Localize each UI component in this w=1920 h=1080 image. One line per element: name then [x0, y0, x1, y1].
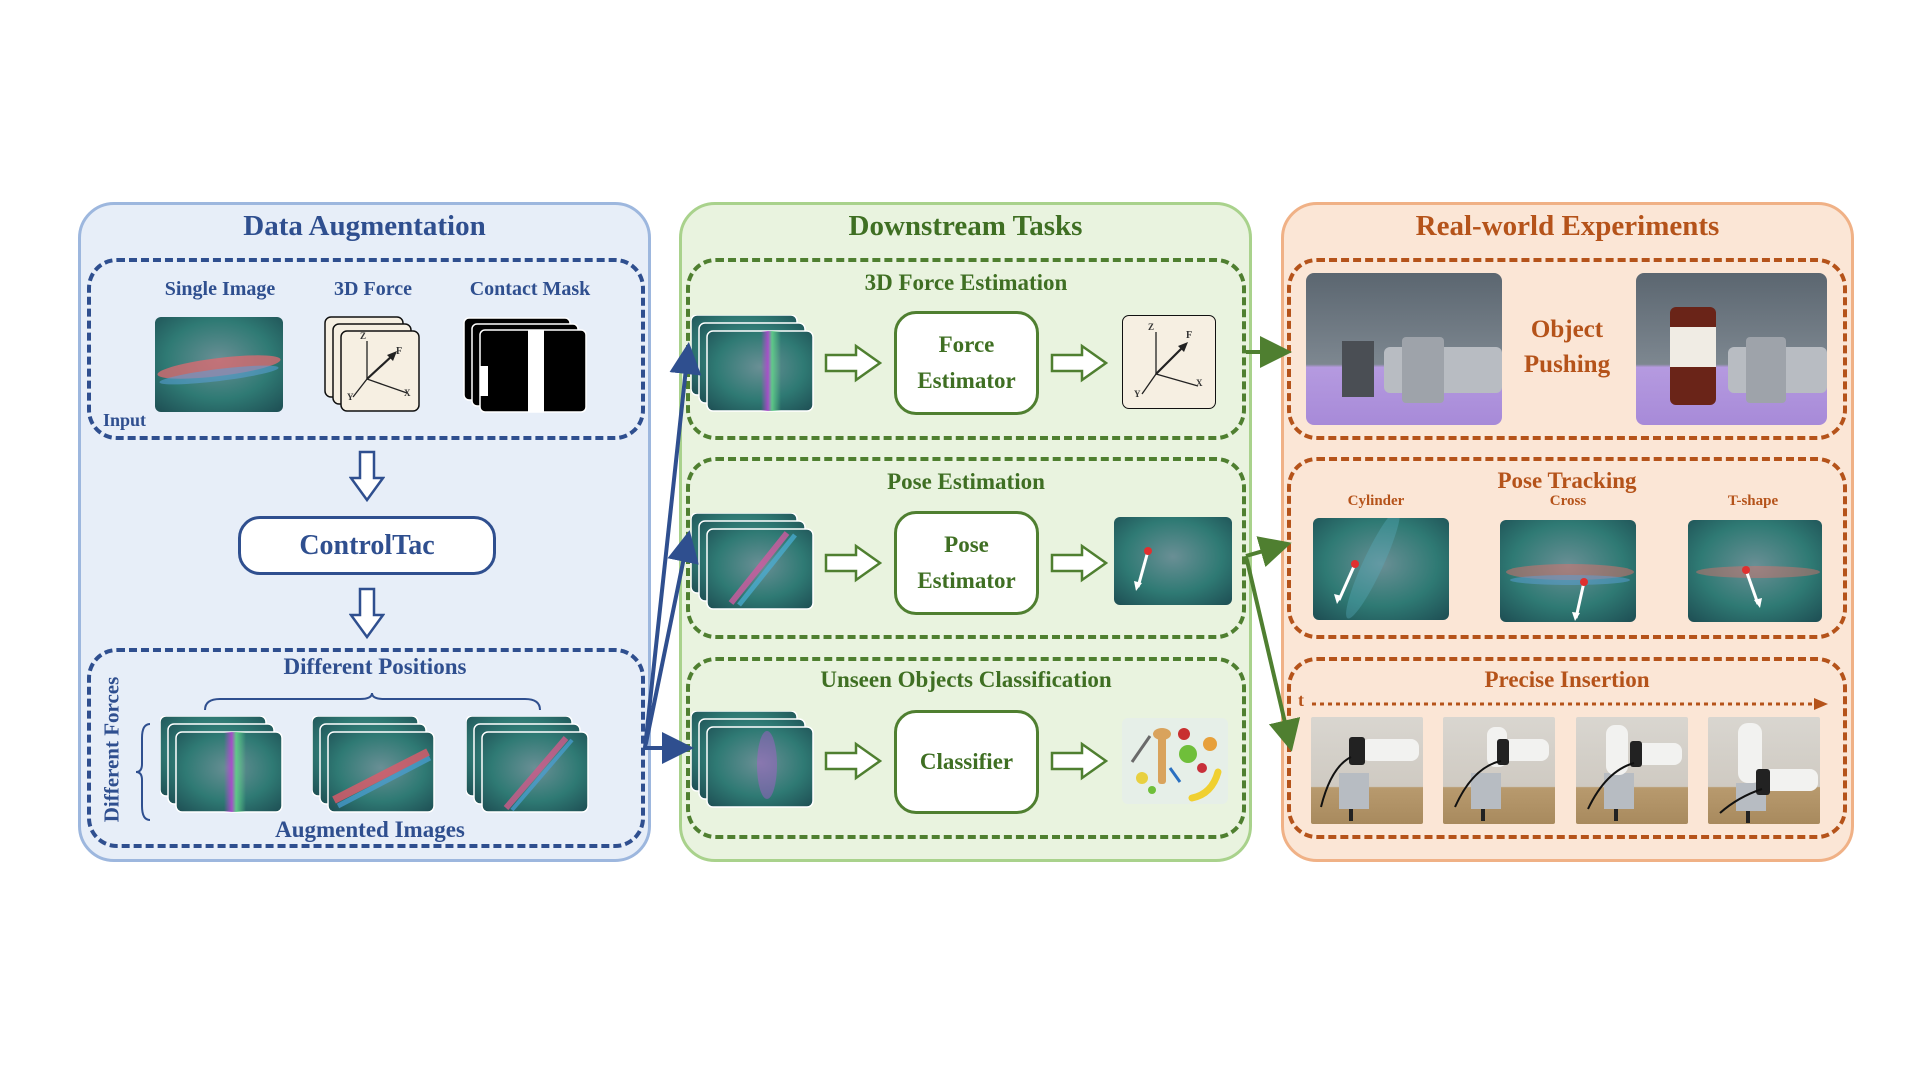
tracking-image-cylinder — [1313, 518, 1449, 620]
pushing-photo-1 — [1306, 273, 1502, 425]
force-estimator-box: Force Estimator — [894, 311, 1039, 415]
pose-estimator-box: Pose Estimator — [894, 511, 1039, 615]
input-label: Input — [103, 410, 147, 430]
single-image-label: Single Image — [164, 278, 276, 300]
augmented-stack-1 — [159, 715, 290, 826]
brace-icon — [135, 723, 151, 821]
axis-x-label: X — [404, 388, 411, 398]
fruit-objects-icon — [1122, 718, 1228, 804]
pushing-photo-2 — [1636, 273, 1827, 425]
tracking-label-t-shape: T-shape — [1727, 493, 1779, 509]
hollow-right-arrow-icon — [1050, 543, 1108, 583]
hollow-right-arrow-icon — [1050, 741, 1108, 781]
downstream-tasks-title: Downstream Tasks — [848, 210, 1083, 242]
tracking-image-cross — [1500, 520, 1636, 622]
tracking-label-cross: Cross — [1549, 493, 1587, 509]
force-axes-icon — [1141, 332, 1199, 395]
pose-output-image — [1114, 517, 1232, 605]
pose-estimator-line2: Estimator — [917, 568, 1016, 593]
single-tactile-image — [155, 317, 283, 412]
task-classification-title: Unseen Objects Classification — [820, 667, 1112, 692]
object-pushing-label: Object Pushing — [1505, 312, 1629, 382]
force-estimator-line1: Force — [938, 332, 995, 357]
augmented-images-box — [87, 648, 645, 848]
insertion-photo-1 — [1311, 717, 1423, 824]
out-axis-z-label: Z — [1148, 322, 1155, 332]
real-world-experiments-title: Real-world Experiments — [1415, 210, 1720, 242]
pose-estimator-line1: Pose — [944, 532, 989, 557]
augmented-stack-2 — [311, 715, 442, 826]
time-arrow — [1312, 698, 1828, 710]
hollow-down-arrow-icon — [349, 450, 385, 502]
force-3d-label: 3D Force — [334, 278, 412, 300]
pose-input-stack — [690, 512, 821, 623]
force-axes-icon — [352, 341, 408, 398]
force-input-stack — [690, 314, 821, 425]
green-connector-to-insertion — [1244, 555, 1301, 752]
object-pushing-line2: Pushing — [1523, 351, 1611, 378]
axis-y-label: Y — [347, 392, 354, 402]
different-positions-label: Different Positions — [283, 654, 467, 679]
tracking-label-cylinder: Cylinder — [1347, 493, 1405, 509]
time-label: t — [1298, 690, 1304, 710]
hollow-right-arrow-icon — [1050, 343, 1108, 383]
controltac-box: ControlTac — [238, 516, 496, 575]
axis-f-label: F — [396, 346, 403, 357]
precise-insertion-title: Precise Insertion — [1484, 667, 1650, 692]
task-force-estimation-title: 3D Force Estimation — [864, 270, 1068, 295]
green-connector-to-tracking — [1245, 536, 1292, 568]
force-3d-stack — [323, 315, 428, 415]
augmented-images-label: Augmented Images — [275, 817, 465, 842]
hollow-right-arrow-icon — [824, 741, 882, 781]
classifier-label: Classifier — [919, 749, 1014, 774]
hollow-right-arrow-icon — [824, 543, 882, 583]
blue-connector-to-pose — [643, 530, 699, 749]
classification-input-stack — [690, 710, 821, 821]
tracking-image-t-shape — [1688, 520, 1822, 622]
blue-connector-to-force — [643, 342, 702, 749]
task-pose-estimation-title: Pose Estimation — [887, 469, 1045, 494]
out-axis-x-label: X — [1196, 378, 1203, 388]
pose-tracking-title: Pose Tracking — [1497, 468, 1637, 493]
input-box — [87, 258, 645, 440]
insertion-photo-4 — [1708, 717, 1820, 824]
contact-mask-label: Contact Mask — [469, 278, 591, 300]
out-axis-y-label: Y — [1134, 389, 1141, 399]
contact-mask-stack — [462, 316, 590, 416]
insertion-photo-2 — [1443, 717, 1555, 824]
brace-icon — [204, 692, 541, 711]
augmented-stack-3 — [465, 715, 596, 826]
data-augmentation-title: Data Augmentation — [243, 210, 486, 242]
hollow-right-arrow-icon — [824, 343, 882, 383]
hollow-down-arrow-icon — [349, 587, 385, 639]
classifier-box: Classifier — [894, 710, 1039, 814]
axis-z-label: Z — [360, 331, 367, 341]
insertion-photo-3 — [1576, 717, 1688, 824]
object-pushing-line1: Object — [1530, 316, 1604, 343]
force-estimator-line2: Estimator — [917, 368, 1016, 393]
out-axis-f-label: F — [1186, 330, 1193, 341]
